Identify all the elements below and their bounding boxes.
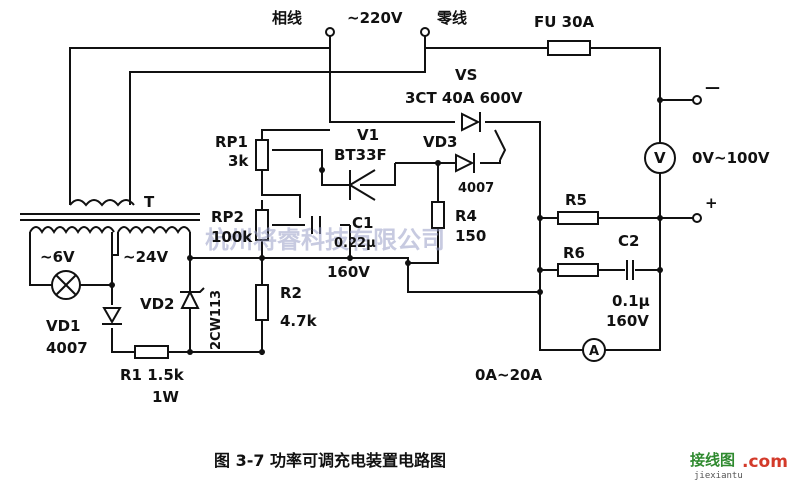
site-logo: 接线图 .com jiexiantu	[690, 451, 788, 481]
label-voltmeter-range: 0V~100V	[692, 149, 770, 167]
label-rp1-value: 3k	[228, 152, 249, 170]
label-c1: C1	[352, 214, 373, 232]
label-r1: R1 1.5k	[120, 366, 185, 384]
label-v1: V1	[357, 126, 379, 144]
watermark: 杭州将睿科技有限公司	[205, 226, 445, 254]
plus-terminal	[692, 213, 702, 223]
label-ammeter-range: 0A~20A	[475, 366, 542, 384]
logo-suffix: .com	[742, 452, 788, 472]
label-minus: —	[705, 78, 720, 96]
potentiometer-rp1	[255, 139, 269, 171]
voltmeter-symbol: V	[654, 149, 666, 167]
label-vs-spec: 3CT 40A 600V	[405, 89, 523, 107]
label-tap-24v: ~24V	[123, 248, 168, 266]
capacitor-c2	[626, 260, 634, 280]
capacitor-c1	[311, 216, 321, 234]
label-r4-value: 150	[455, 227, 486, 245]
ammeter-symbol: A	[589, 344, 599, 359]
logo-name: 接线图	[690, 451, 735, 469]
neutral-terminal	[420, 27, 430, 37]
resistor-r6	[557, 263, 599, 277]
fuse-fu	[547, 40, 591, 56]
label-plus: +	[705, 194, 718, 212]
label-vd1: VD1	[46, 317, 81, 335]
label-c2: C2	[618, 232, 639, 250]
label-r2-value: 4.7k	[280, 312, 318, 330]
label-vd2-part: 2CW113	[209, 290, 224, 350]
minus-terminal	[692, 95, 702, 105]
label-neutral-line: 零线	[436, 9, 467, 27]
label-vd1-part: 4007	[46, 339, 88, 357]
thyristor-vs	[461, 112, 481, 132]
junction-dots	[109, 97, 663, 355]
label-fuse: FU 30A	[534, 13, 595, 31]
voltmeter	[644, 142, 676, 174]
label-vd3-part: 4007	[458, 181, 494, 196]
ujt-v1	[349, 169, 376, 201]
phase-terminal	[325, 27, 335, 37]
label-c1-voltage: 160V	[327, 263, 370, 281]
label-c2-value: 0.1μ	[612, 292, 650, 310]
label-phase-line: 相线	[272, 9, 302, 27]
resistor-r5	[557, 211, 599, 225]
label-vd2: VD2	[140, 295, 175, 313]
label-r5: R5	[565, 191, 587, 209]
label-transformer: T	[144, 193, 155, 211]
label-vd3: VD3	[423, 133, 458, 151]
label-tap-6v: ~6V	[40, 248, 75, 266]
indicator-lamp	[51, 270, 81, 300]
label-c1-value: 0.22μ	[334, 236, 376, 251]
diode-vd3	[455, 153, 475, 173]
zener-vd2	[180, 287, 205, 309]
resistor-r1	[134, 345, 169, 359]
label-v1-part: BT33F	[334, 146, 387, 164]
label-r1-power: 1W	[152, 388, 179, 406]
label-rp2: RP2	[211, 208, 244, 226]
figure-caption: 图 3-7 功率可调充电装置电路图	[214, 451, 446, 470]
resistor-r4	[431, 201, 445, 229]
label-rp1: RP1	[215, 133, 248, 151]
label-r6: R6	[563, 244, 585, 262]
label-vs: VS	[455, 66, 477, 84]
label-r4: R4	[455, 207, 477, 225]
diode-vd1	[102, 307, 122, 325]
transformer-t	[20, 199, 200, 234]
ammeter	[582, 338, 606, 362]
label-voltage: ~220V	[347, 9, 403, 27]
potentiometer-rp2	[255, 209, 269, 241]
label-c2-voltage: 160V	[606, 312, 649, 330]
resistor-r2	[255, 284, 269, 321]
label-rp2-value: 100k	[211, 228, 253, 246]
wiring	[29, 35, 695, 355]
label-r2: R2	[280, 284, 302, 302]
logo-url: jiexiantu	[694, 471, 743, 481]
